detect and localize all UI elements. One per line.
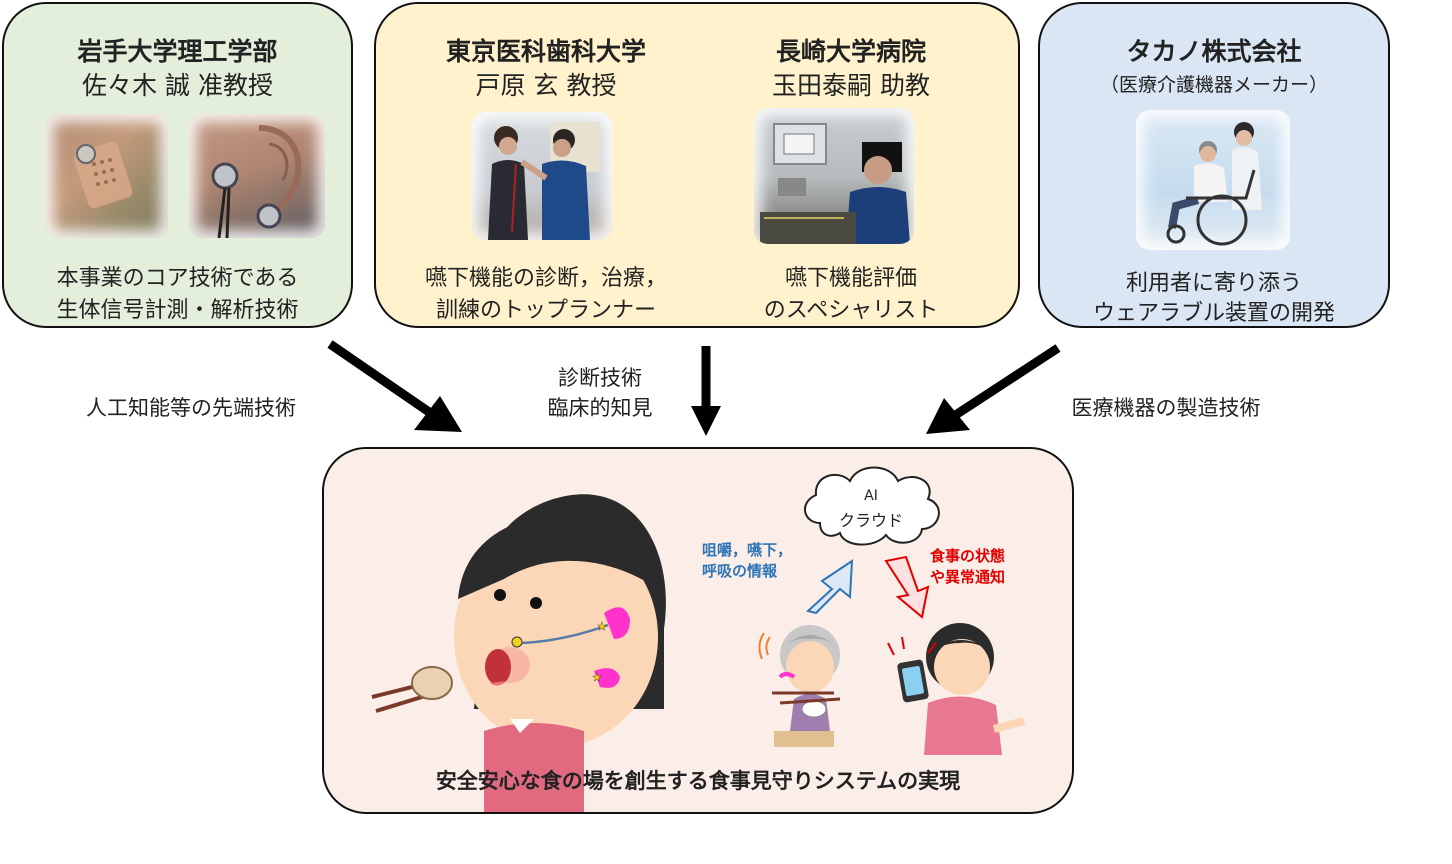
tmd-desc-line2: 訓練のトップランナー xyxy=(435,298,656,323)
arrow-label-center-line1: 診断技術 xyxy=(558,366,642,390)
chopsticks-with-food xyxy=(371,666,453,713)
arrow-label-right: 医療機器の製造技術 xyxy=(1071,396,1261,420)
sensor-photo-right xyxy=(189,114,325,238)
arrow-label-left: 人工知能等の先端技術 xyxy=(86,396,296,420)
cloud-label-ai: AI xyxy=(864,488,878,504)
system-caption: 安全安心な食の場を創生する食事見守りシステムの実現 xyxy=(435,769,961,793)
send-info-line1: 咀嚼，嚥下， xyxy=(702,541,793,559)
cloud-label-cloud: クラウド xyxy=(838,511,903,530)
arrow-center-head xyxy=(691,406,721,436)
nagasaki-equipment-drawing xyxy=(760,123,910,244)
iwate-person: 佐々木 誠 准教授 xyxy=(82,71,273,100)
svg-text:★: ★ xyxy=(597,620,607,633)
notify-arrow xyxy=(884,555,930,619)
tmd-desc-line1: 嚥下機能の診断，治療， xyxy=(424,266,667,291)
tmd-photo xyxy=(472,112,612,240)
takano-desc-line2: ウェアラブル装置の開発 xyxy=(1092,301,1335,326)
tmd-person: 戸原 玄 教授 xyxy=(475,71,617,100)
medical-partners-box: 東京医科歯科大学 戸原 玄 教授 嚥下機能の診断，治療， 訓練のトップランナー … xyxy=(374,2,1020,328)
system-illustration: ★ ★ xyxy=(371,466,1026,812)
nagasaki-person: 玉田泰嗣 助教 xyxy=(772,71,930,100)
sensor-photo-left xyxy=(46,114,168,238)
notify-line2: や異常通知 xyxy=(930,568,1006,586)
takano-desc-line1: 利用者に寄り添う xyxy=(1125,271,1302,296)
svg-text:★: ★ xyxy=(592,671,602,684)
nagasaki-photo xyxy=(754,108,914,244)
nagasaki-desc-line1: 嚥下機能評価 xyxy=(784,266,917,291)
tmd-name: 東京医科歯科大学 xyxy=(445,37,646,66)
takano-name: タカノ株式会社 xyxy=(1126,37,1302,66)
notify-line1: 食事の状態 xyxy=(930,547,1006,565)
upload-arrow xyxy=(805,559,854,615)
elderly-woman xyxy=(758,625,841,747)
system-box: ★ ★ xyxy=(322,447,1074,814)
girl-with-sensors: ★ ★ xyxy=(454,494,666,812)
iwate-university-box: 岩手大学理工学部 佐々木 誠 准教授 本事業のコア技術である 生体信号計測・解析… xyxy=(2,2,353,328)
iwate-name: 岩手大学理工学部 xyxy=(77,37,278,66)
nagasaki-name: 長崎大学病院 xyxy=(775,37,926,66)
ai-cloud-shape xyxy=(804,466,940,546)
arrow-left-head xyxy=(414,396,462,432)
wheelchair-photo xyxy=(1136,110,1290,250)
iwate-desc-line2: 生体信号計測・解析技術 xyxy=(56,298,299,323)
takano-box: タカノ株式会社 （医療介護機器メーカー） 利用者に寄り添う ウェアラブル装置の開… xyxy=(1038,2,1390,328)
arrow-label-center-line2: 臨床的知見 xyxy=(547,396,653,420)
arrow-right-shaft xyxy=(951,344,1061,420)
tmd-examination-drawing xyxy=(488,122,600,240)
caregiver-with-phone xyxy=(887,623,1026,755)
arrow-left-shaft xyxy=(327,340,435,418)
sensor-photo-left-drawing xyxy=(73,141,133,209)
nagasaki-desc-line2: のスペシャリスト xyxy=(763,298,939,323)
wheelchair-drawing xyxy=(1166,122,1262,246)
send-info-line2: 呼吸の情報 xyxy=(702,562,778,580)
iwate-desc-line1: 本事業のコア技術である xyxy=(56,266,299,291)
takano-sub: （医療介護機器メーカー） xyxy=(1099,74,1328,96)
ear-sensor-drawing xyxy=(211,125,302,238)
arrow-right-head xyxy=(926,398,970,434)
